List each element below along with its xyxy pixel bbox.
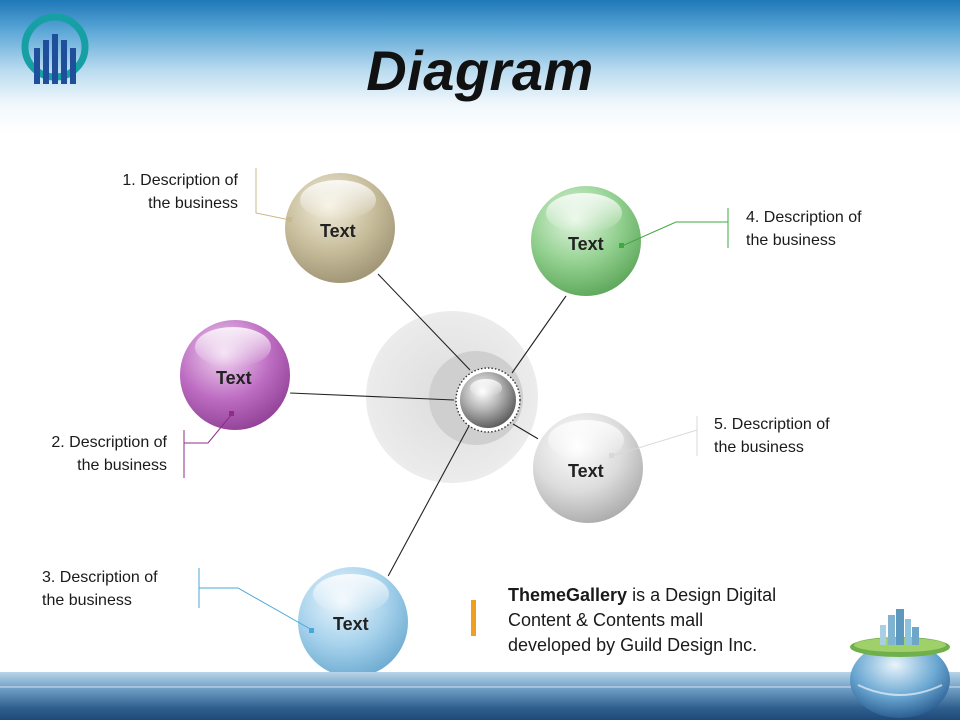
bubble-label-1: Text bbox=[320, 221, 356, 241]
description-3-line1: 3. Description of bbox=[42, 569, 158, 586]
connector-lines bbox=[289, 273, 567, 581]
connector-5 bbox=[512, 423, 541, 441]
connector-1 bbox=[377, 273, 471, 371]
note-line1: is a Design Digital bbox=[627, 585, 777, 605]
bubble-4 bbox=[528, 183, 644, 299]
callout-line-3 bbox=[198, 568, 313, 631]
bubble-label-2: Text bbox=[216, 368, 252, 388]
description-2: 2. Description of the business bbox=[0, 431, 167, 477]
description-5: 5. Description of the business bbox=[714, 413, 830, 459]
note-line3: developed by Guild Design Inc. bbox=[508, 635, 758, 655]
description-2-line1: 2. Description of bbox=[51, 434, 167, 451]
bubble-label-4: Text bbox=[568, 234, 604, 254]
theme-note: ThemeGallery is a Design Digital Content… bbox=[508, 583, 848, 658]
center-shine bbox=[470, 379, 502, 397]
callout-lines bbox=[183, 168, 729, 633]
description-1-line1: 1. Description of bbox=[122, 172, 238, 189]
footer-band bbox=[0, 672, 960, 720]
description-3-line2: the business bbox=[42, 592, 132, 609]
accent-bar bbox=[471, 600, 476, 636]
callout-line-1 bbox=[255, 168, 291, 221]
description-1-line2: the business bbox=[148, 195, 238, 212]
description-4-line2: the business bbox=[746, 232, 836, 249]
callout-line-5 bbox=[611, 416, 698, 457]
note-brand: ThemeGallery bbox=[508, 585, 628, 605]
bubble-3 bbox=[295, 564, 411, 680]
bubble-5 bbox=[530, 410, 646, 526]
bubble-label-5: Text bbox=[568, 461, 604, 481]
callout-line-4 bbox=[621, 208, 729, 248]
description-1: 1. Description of the business bbox=[70, 169, 238, 215]
callout-line-2 bbox=[183, 413, 233, 478]
description-4-line1: 4. Description of bbox=[746, 209, 862, 226]
bubble-1 bbox=[282, 170, 398, 286]
description-3: 3. Description of the business bbox=[42, 566, 158, 612]
note-line2: Content & Contents mall bbox=[508, 610, 704, 630]
connector-4 bbox=[511, 295, 567, 374]
globe-city-icon bbox=[850, 609, 950, 718]
page-title: Diagram bbox=[366, 39, 594, 102]
connector-3 bbox=[385, 412, 477, 581]
logo-icon bbox=[21, 13, 89, 84]
description-5-line2: the business bbox=[714, 439, 804, 456]
description-5-line1: 5. Description of bbox=[714, 416, 830, 433]
bubble-label-3: Text bbox=[333, 614, 369, 634]
bubble-2 bbox=[177, 317, 293, 433]
description-2-line2: the business bbox=[77, 457, 167, 474]
description-4: 4. Description of the business bbox=[746, 206, 862, 252]
connector-2 bbox=[289, 392, 455, 401]
